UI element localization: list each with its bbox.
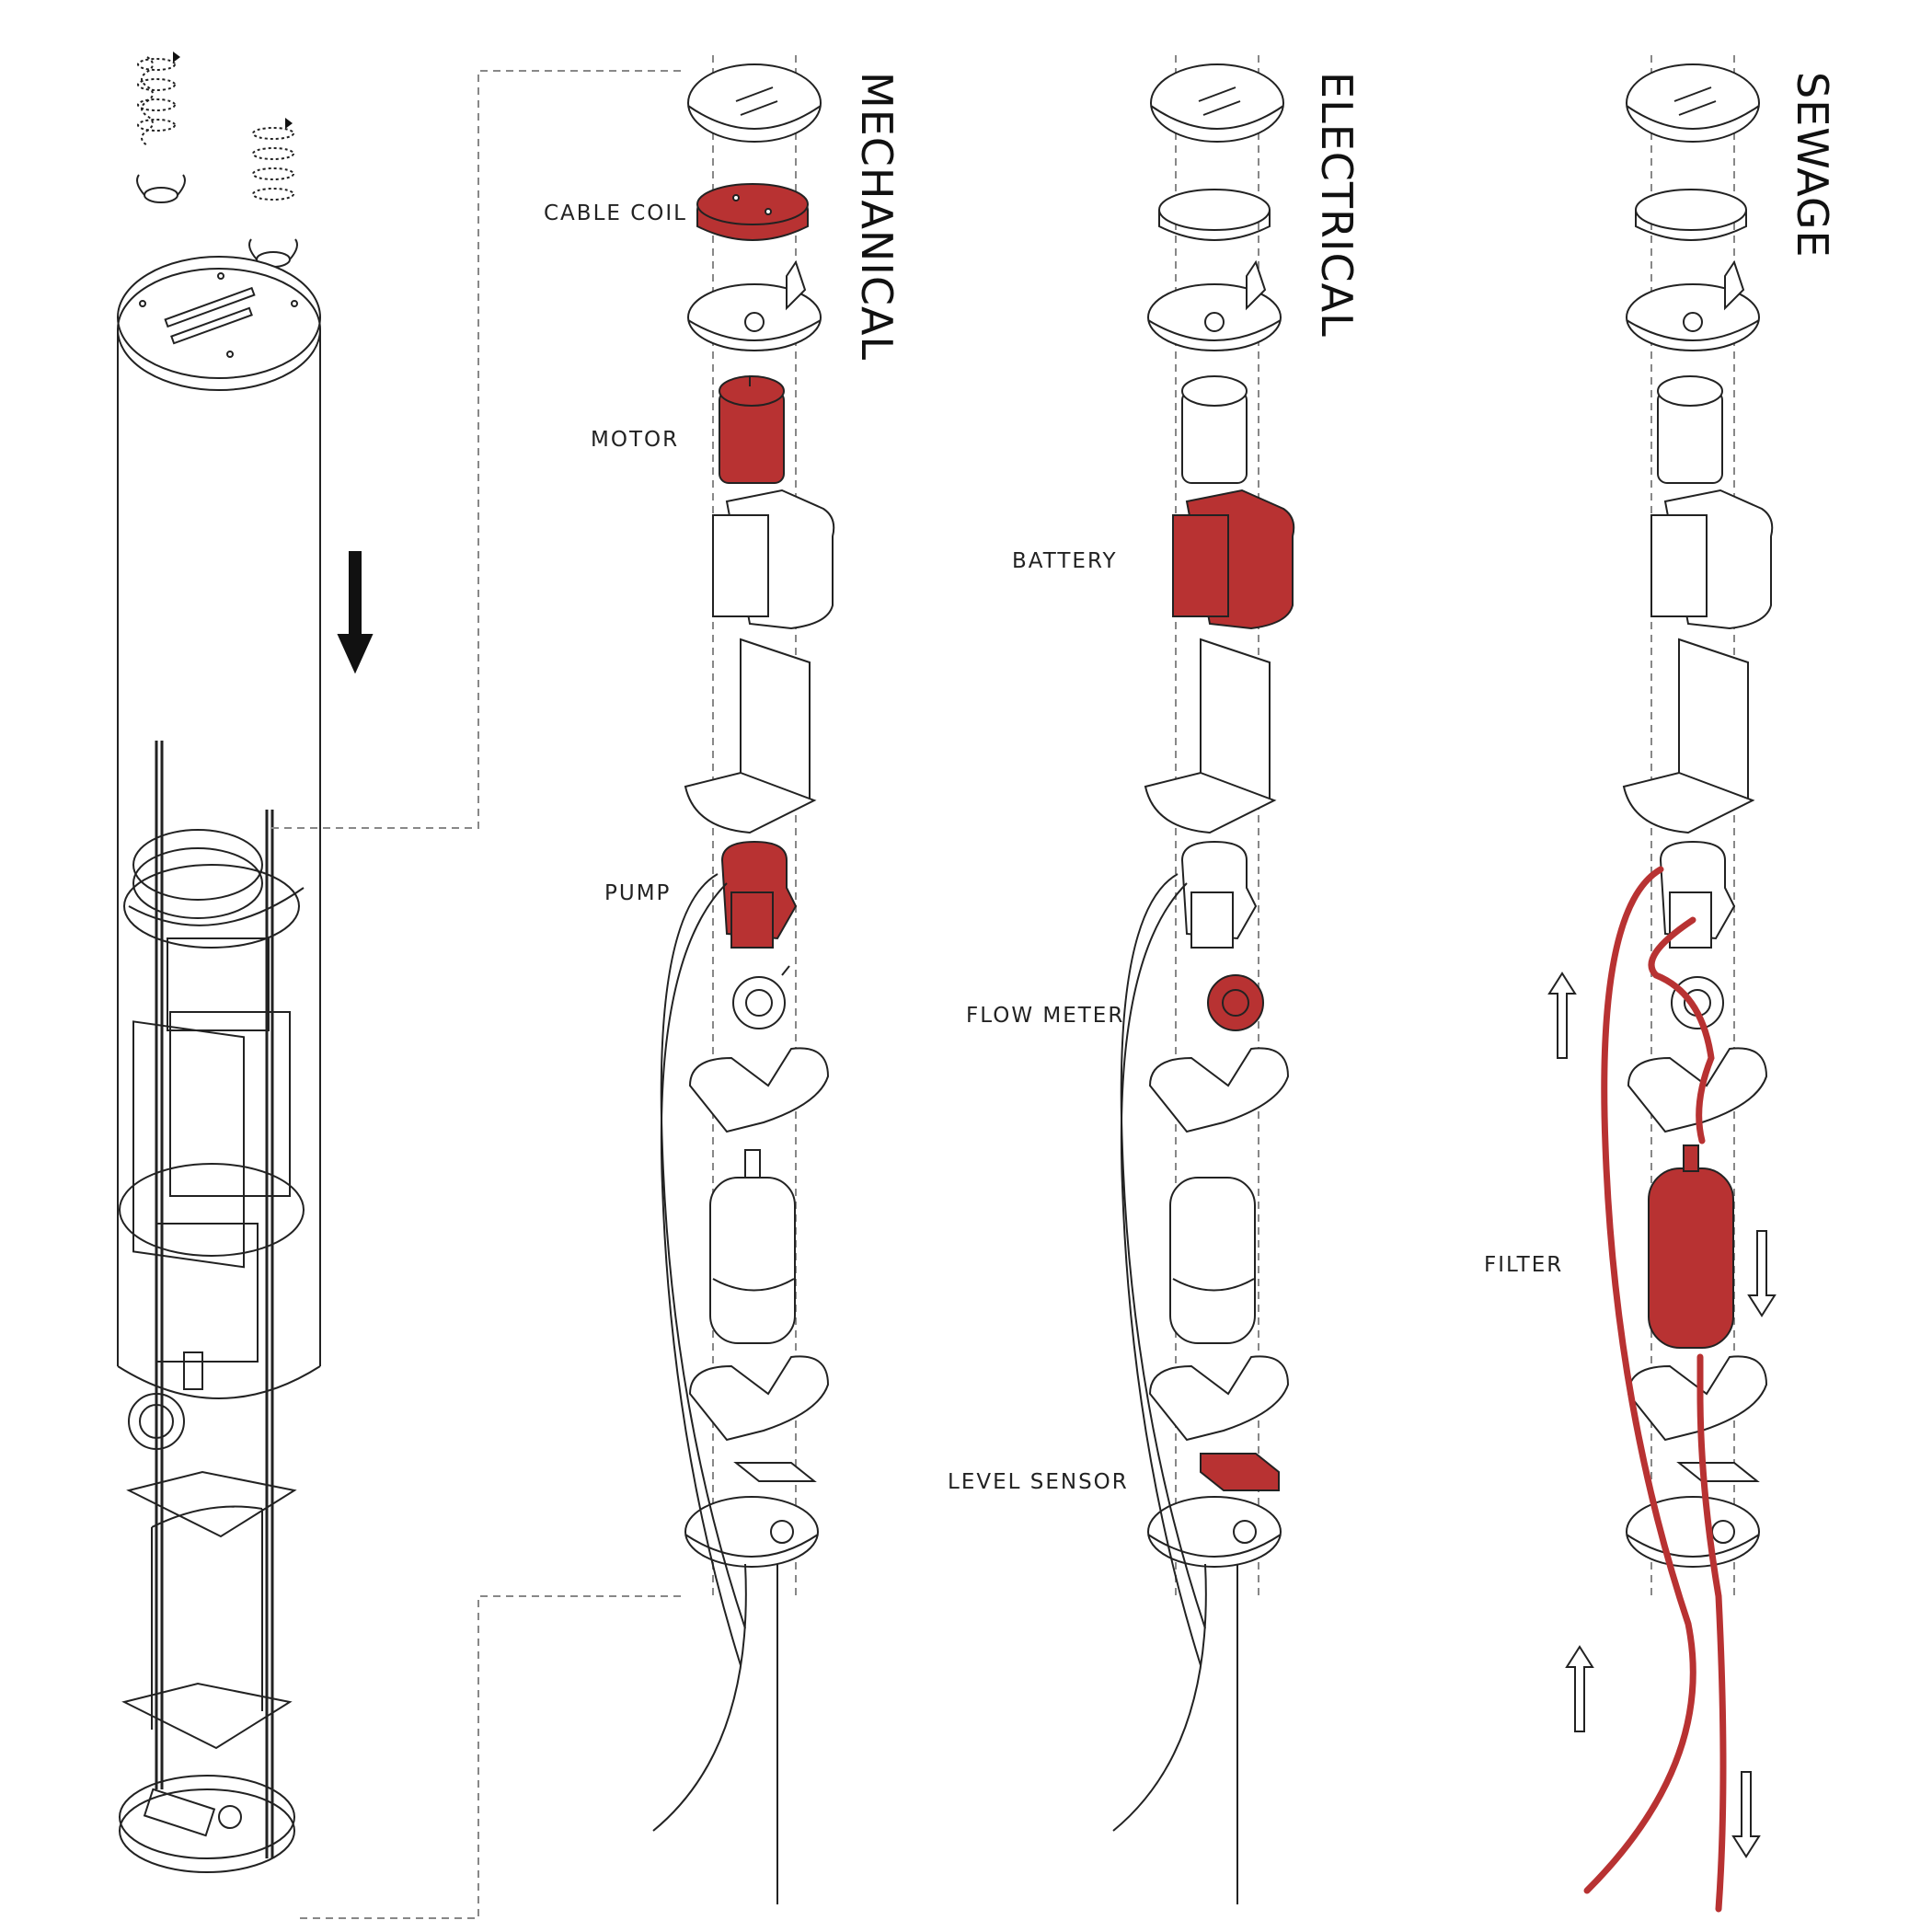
filter xyxy=(1648,1167,1734,1349)
label-flow-meter: FLOW METER xyxy=(966,1004,1125,1028)
label-pump: PUMP xyxy=(604,881,672,905)
arrow-up-icon xyxy=(1565,1645,1594,1732)
column-title-electrical: ELECTRICAL xyxy=(1312,72,1362,338)
column-title-sewage: SEWAGE xyxy=(1788,72,1837,259)
column-title-mechanical: MECHANICAL xyxy=(852,72,902,362)
level-sensor xyxy=(1200,1453,1280,1491)
arrow-down-icon xyxy=(1747,1230,1777,1317)
sewage-tube xyxy=(1583,866,1727,1913)
arrow-down-icon xyxy=(1731,1771,1761,1858)
label-battery: BATTERY xyxy=(1012,549,1118,573)
wing-nut-icon xyxy=(136,174,186,203)
label-filter: FILTER xyxy=(1484,1253,1564,1277)
label-cable-coil: CABLE COIL xyxy=(544,201,687,225)
spring-icon xyxy=(252,118,294,201)
label-level-sensor: LEVEL SENSOR xyxy=(948,1470,1129,1494)
label-motor: MOTOR xyxy=(591,428,680,452)
spring-icon xyxy=(137,52,180,146)
arrow-up-icon xyxy=(1547,972,1577,1059)
